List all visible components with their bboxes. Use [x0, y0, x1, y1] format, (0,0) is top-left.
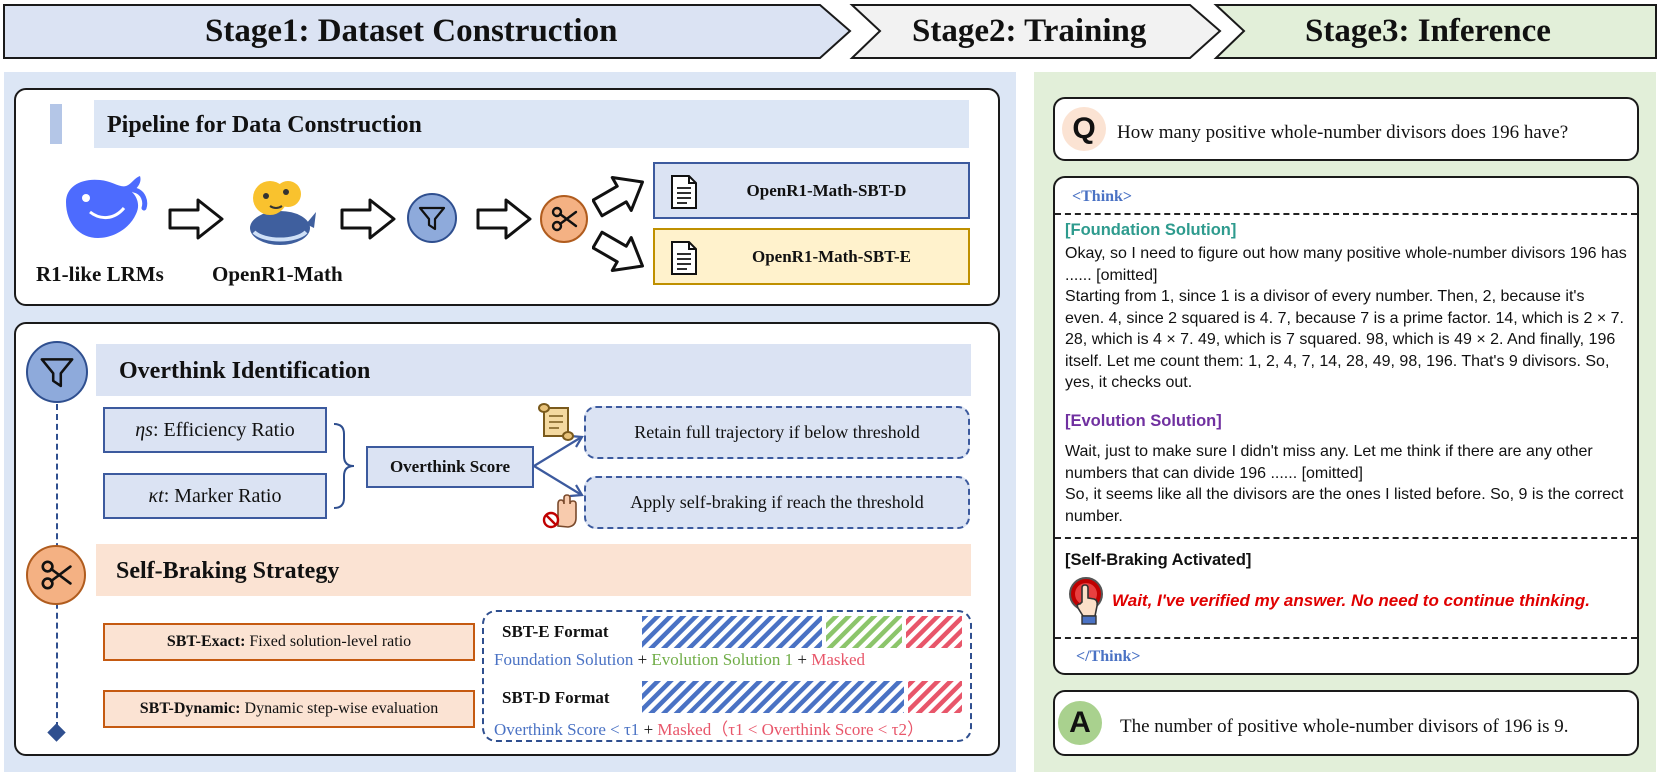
braking-title: Self-Braking Strategy [116, 558, 340, 584]
arrow-icon [476, 198, 532, 240]
deepseek-whale-icon [66, 176, 148, 238]
efficiency-ratio-box: ηs: Efficiency Ratio [103, 407, 327, 453]
self-braking-title: [Self-Braking Activated] [1065, 551, 1252, 569]
sbt-exact-box: SBT-Exact: Fixed solution-level ratio [103, 623, 475, 661]
stage2-title: Stage2: Training [912, 13, 1147, 49]
think-divider-2 [1055, 537, 1637, 539]
funnel-icon [40, 358, 74, 388]
dataset-sbt-d-label: OpenR1-Math-SBT-D [746, 180, 907, 200]
think-divider-1 [1055, 213, 1637, 215]
sbt-e-stripe-bar [642, 616, 962, 648]
r1-like-lrms-label: R1-like LRMs [36, 262, 164, 286]
arrow-icon [340, 198, 396, 240]
scissors-icon [41, 560, 72, 590]
think-divider-3 [1055, 637, 1637, 639]
pipeline-title-band [94, 100, 969, 148]
d-range-text: （τ1 < Overthink Score < τ2） [711, 720, 924, 739]
dataset-sbt-d-box: OpenR1-Math-SBT-D [653, 162, 970, 219]
overthink-connectors [333, 423, 584, 509]
e-plus-2: + [793, 650, 812, 669]
e-foundation-text: Foundation Solution [494, 650, 634, 669]
e-masked-text: Masked [811, 650, 866, 669]
dataset-sbt-e-label: OpenR1-Math-SBT-E [751, 246, 911, 266]
brake-button-icon [1069, 577, 1103, 625]
retain-trajectory-label: Retain full trajectory if below threshol… [634, 422, 920, 442]
self-braking-text: Wait, I've verified my answer. No need t… [1112, 591, 1590, 610]
question-letter: Q [1072, 112, 1096, 145]
retain-trajectory-box: Retain full trajectory if below threshol… [584, 406, 970, 459]
stage1-title: Stage1: Dataset Construction [205, 13, 618, 49]
overthink-title-band [96, 344, 971, 396]
funnel-circle [407, 193, 457, 243]
evolution-text-1: Wait, just to make sure I didn't miss an… [1065, 443, 1593, 482]
think-panel [1053, 176, 1639, 675]
d-overthink-text: Overthink Score < τ1 [494, 720, 640, 739]
marker-ratio-box: κt: Marker Ratio [103, 473, 327, 519]
stage3-title: Stage3: Inference [1305, 13, 1551, 49]
overthink-score-label: Overthink Score [389, 457, 511, 476]
answer-panel [1053, 690, 1639, 756]
arrow-down-icon [592, 230, 645, 272]
evolution-text-2: So, it seems like all the divisors are t… [1065, 486, 1624, 525]
masked-stripe [906, 616, 962, 648]
stop-hand-icon [542, 494, 577, 529]
pipeline-title: Pipeline for Data Construction [107, 112, 422, 138]
overthink-funnel-circle [26, 341, 88, 403]
d-masked-stripe [908, 681, 962, 713]
braking-scissors-circle [26, 545, 86, 605]
sbt-dynamic-text: Dynamic step-wise evaluation [240, 700, 439, 717]
funnel-icon [418, 206, 446, 231]
e-evolution-text: Evolution Solution 1 [651, 650, 794, 669]
marker-ratio-label: : Marker Ratio [163, 484, 282, 507]
answer-text: The number of positive whole-number divi… [1120, 716, 1569, 737]
efficiency-ratio-label: : Efficiency Ratio [152, 418, 295, 441]
sbt-dynamic-bold: SBT-Dynamic: [139, 700, 241, 717]
braking-title-band [96, 544, 971, 596]
arrow-icon [168, 198, 224, 240]
d-plus: + [639, 720, 658, 739]
foundation-text-2: Starting from 1, since 1 is a divisor of… [1065, 288, 1624, 391]
sbt-exact-bold: SBT-Exact: [166, 633, 246, 650]
foundation-stripe [642, 616, 822, 648]
scissors-circle [540, 195, 588, 243]
foundation-text-1: Okay, so I need to figure out how many p… [1065, 245, 1627, 284]
sbt-e-legend: Foundation Solution + Evolution Solution… [494, 650, 865, 670]
sbt-dynamic-box: SBT-Dynamic: Dynamic step-wise evaluatio… [103, 690, 475, 728]
overthink-score-box: Overthink Score [366, 446, 534, 488]
scissors-icon [551, 206, 578, 232]
think-close-tag: </Think> [1076, 648, 1141, 665]
apply-braking-box: Apply self-braking if reach the threshol… [584, 476, 970, 529]
sbt-d-format-label: SBT-D Format [502, 688, 610, 707]
answer-letter: A [1069, 706, 1091, 739]
overthink-stripe [642, 681, 904, 713]
apply-braking-label: Apply self-braking if reach the threshol… [630, 492, 924, 512]
question-badge: Q [1062, 107, 1106, 151]
marker-symbol: κt [148, 484, 164, 507]
think-open-tag: <Think> [1072, 188, 1133, 205]
document-icon [671, 241, 697, 275]
pipeline-title-marker [50, 104, 62, 144]
sbt-e-format-label: SBT-E Format [502, 622, 609, 641]
dataset-sbt-e-box: OpenR1-Math-SBT-E [653, 228, 970, 285]
evolution-stripe [826, 616, 902, 648]
sbt-d-legend: Overthink Score < τ1 + Masked（τ1 < Overt… [494, 715, 924, 740]
stage-header-arrows [3, 4, 1657, 59]
evolution-solution-title: [Evolution Solution] [1065, 412, 1222, 430]
document-icon [671, 175, 697, 209]
efficiency-symbol: ηs [135, 418, 153, 441]
answer-badge: A [1058, 701, 1102, 745]
sbt-d-stripe-bar [642, 681, 962, 713]
foundation-solution-title: [Foundation Solution] [1065, 221, 1237, 239]
overthink-title: Overthink Identification [119, 358, 371, 384]
arrow-up-icon [592, 176, 645, 218]
scroll-icon [538, 403, 574, 441]
e-plus-1: + [633, 650, 652, 669]
question-text: How many positive whole-number divisors … [1117, 122, 1569, 143]
openr1-whale-icon [250, 181, 316, 245]
sbt-exact-text: Fixed solution-level ratio [245, 633, 412, 650]
d-masked-text: Masked [657, 720, 712, 739]
openr1-math-label: OpenR1-Math [212, 262, 343, 286]
question-panel [1053, 97, 1639, 161]
